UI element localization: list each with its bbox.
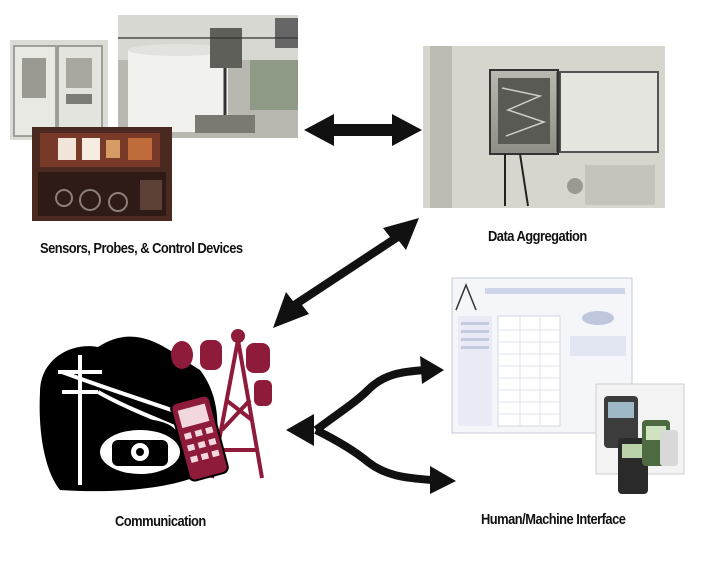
sensors-label: Sensors, Probes, & Control Devices	[40, 240, 243, 257]
hmi-screens-group	[451, 277, 685, 494]
arrow-sensors-aggregation	[304, 114, 422, 146]
cell-phone-icon	[170, 394, 229, 482]
telephone-icon	[100, 419, 180, 474]
handheld-devices-photo	[595, 383, 685, 494]
communication-label: Communication	[115, 513, 206, 530]
control-room-photo	[32, 127, 172, 221]
arrow-communication-hmi	[286, 356, 456, 494]
data-aggregation-label: Data Aggregation	[488, 228, 587, 245]
control-cabinet-photo	[10, 40, 108, 140]
tank-site-photo	[118, 15, 298, 138]
communication-icon	[39, 329, 272, 492]
arrow-aggregation-communication	[273, 218, 419, 328]
hmi-label: Human/Machine Interface	[481, 511, 626, 528]
sensors-photo-group	[10, 15, 298, 221]
dish-antenna-icons	[171, 340, 272, 406]
data-aggregation-photo	[423, 46, 665, 208]
